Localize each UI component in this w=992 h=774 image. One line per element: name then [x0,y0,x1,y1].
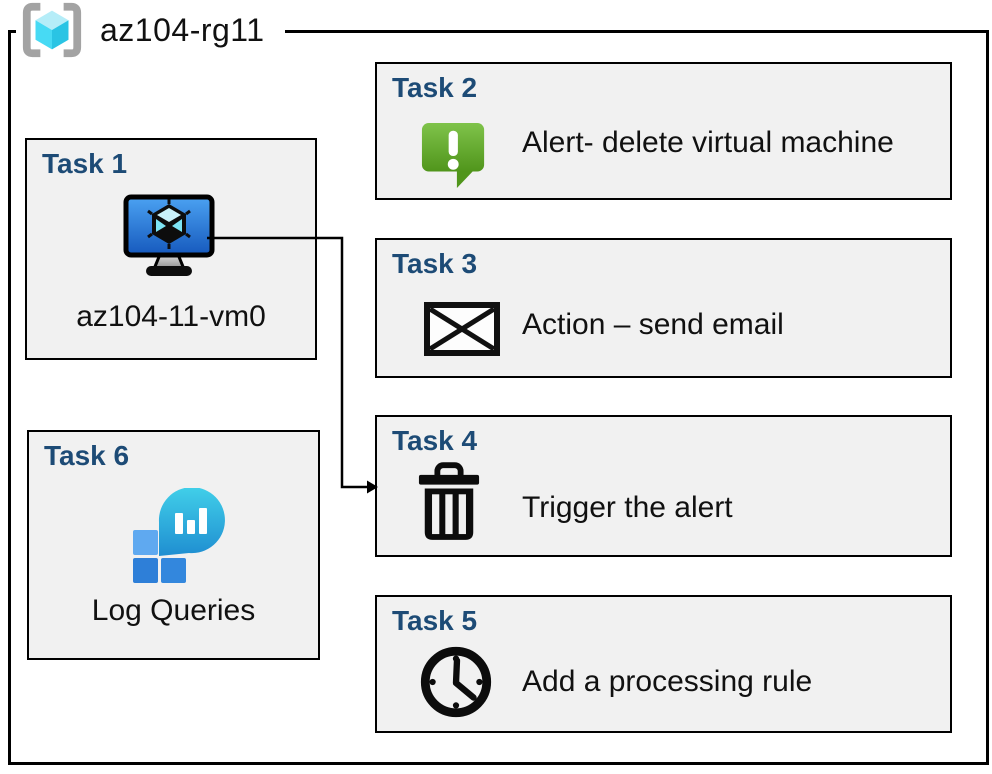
resource-group-name: az104-rg11 [100,11,265,48]
task2-title: Task 2 [392,72,478,103]
alert-icon [420,120,488,192]
email-envelope-icon [424,302,500,356]
task1-box: Task 1 [25,138,317,360]
task5-box: Task 5 Add a processing rule [375,595,952,733]
task5-title: Task 5 [392,605,478,636]
task2-label: Alert- delete virtual machine [522,126,894,159]
task6-box: Task 6 Log Queries [27,430,320,660]
task3-box: Task 3 Action – send email [375,238,952,378]
task6-label: Log Queries [91,594,256,627]
task1-title: Task 1 [42,148,128,179]
task4-box: Task 4 Trigger the alert [375,415,952,557]
clock-icon [417,643,495,721]
task4-title: Task 4 [392,425,478,456]
task3-label: Action – send email [522,308,784,341]
resource-group-icon [20,1,84,59]
task1-label: az104-11-vm0 [76,300,266,333]
log-analytics-icon [131,487,227,584]
virtual-machine-icon [123,192,215,284]
task2-box: Task 2 Alert- delete virtual machine [375,62,952,200]
task5-label: Add a processing rule [522,665,813,698]
resource-group-legend: az104-rg11 [16,0,285,60]
task6-title: Task 6 [44,440,130,471]
task3-title: Task 3 [392,248,478,279]
task4-label: Trigger the alert [522,491,733,524]
trash-icon [417,461,481,547]
